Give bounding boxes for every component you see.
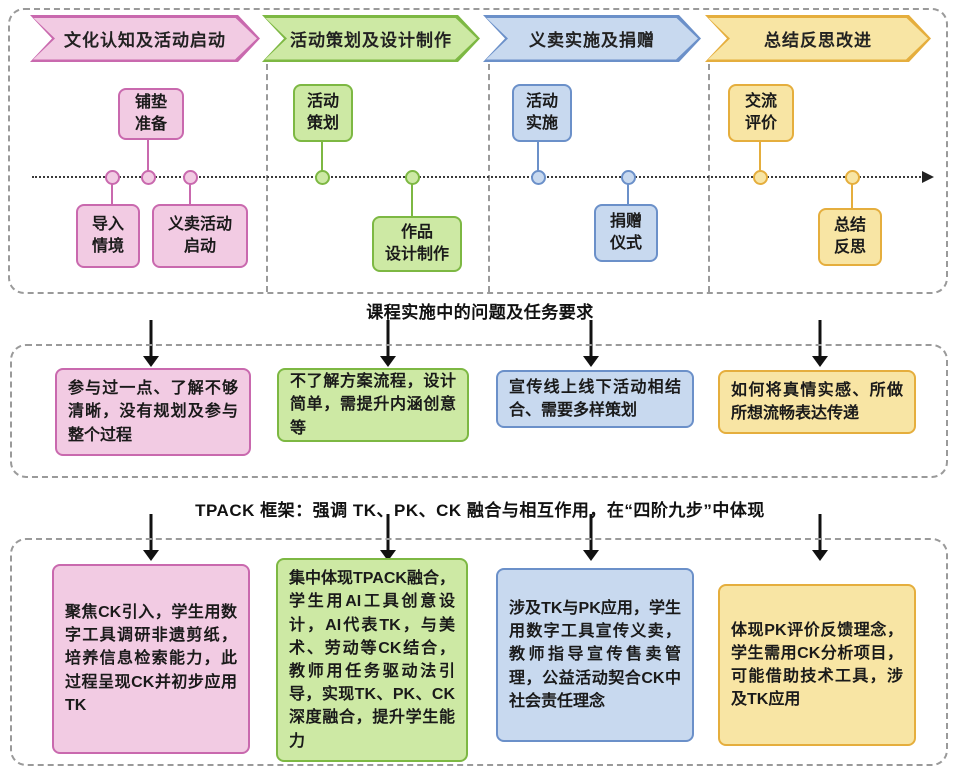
milestone-dot — [845, 170, 860, 185]
tpack-panel-3: 涉及TK与PK应用，学生用数字工具宣传义卖，教师指导宣传售卖管理，公益活动契合C… — [496, 568, 694, 742]
timeline-section-frame — [8, 8, 948, 294]
tpack-panel-1: 聚焦CK引入，学生用数字工具调研非遗剪纸，培养信息检索能力，此过程呈现CK并初步… — [52, 564, 250, 754]
step-label: 总结 反思 — [833, 217, 866, 256]
milestone-dot — [105, 170, 120, 185]
step-label: 铺垫 准备 — [134, 94, 167, 133]
arrow-stem — [386, 514, 390, 551]
arrow-stem — [149, 514, 153, 551]
phase-divider-3 — [708, 64, 710, 292]
milestone-dot — [621, 170, 636, 185]
step-label: 捐赠 仪式 — [609, 213, 642, 252]
step-box-donation-ceremony: 捐赠 仪式 — [594, 204, 658, 262]
problem-text: 不了解方案流程，设计简单，需提升内涵创意等 — [290, 373, 456, 437]
phase-banner-4-shape-fill — [708, 18, 928, 60]
arrow-head — [380, 550, 396, 561]
milestone-dot — [315, 170, 330, 185]
phase-banner-3: 义卖实施及捐赠 — [483, 15, 701, 62]
tpack-text: 体现PK评价反馈理念，学生需用CK分析项目，可能借助技术工具，涉及TK应用 — [731, 621, 903, 709]
tpack-heading: TPACK 框架：强调 TK、PK、CK 融合与相互作用，在“四阶九步”中体现 — [195, 501, 765, 520]
phase-banner-2-label: 活动策划及设计制作 — [290, 31, 452, 50]
problem-panel-1: 参与过一点、了解不够清晰，没有规划及参与整个过程 — [55, 368, 251, 456]
down-arrow-icon — [583, 514, 599, 561]
arrow-stem — [589, 320, 593, 357]
arrow-head — [583, 550, 599, 561]
step-label: 作品 设计制作 — [384, 224, 449, 263]
step-box-preparation: 铺垫 准备 — [118, 88, 184, 140]
tpack-text: 聚焦CK引入，学生用数字工具调研非遗剪纸，培养信息检索能力，此过程呈现CK并初步… — [65, 604, 237, 714]
problem-text: 参与过一点、了解不够清晰，没有规划及参与整个过程 — [68, 380, 238, 444]
phase-banner-3-shape-fill — [486, 18, 698, 60]
phase-banner-4-label: 总结反思改进 — [764, 31, 872, 50]
down-arrow-icon — [812, 514, 828, 561]
phase-banner-1: 文化认知及活动启动 — [30, 15, 260, 62]
phase-divider-2 — [488, 64, 490, 292]
down-arrow-icon — [143, 514, 159, 561]
step-box-activity-planning: 活动 策划 — [293, 84, 353, 142]
connector — [759, 141, 761, 171]
connector — [321, 141, 323, 171]
timeline-arrowhead-icon — [922, 171, 934, 183]
arrow-stem — [589, 514, 593, 551]
step-box-exchange-evaluation: 交流 评价 — [728, 84, 794, 142]
phase-divider-1 — [266, 64, 268, 292]
connector — [147, 139, 149, 171]
phase-banner-2-shape-fill — [265, 18, 477, 60]
step-box-summary-reflection: 总结 反思 — [818, 208, 882, 266]
connector — [111, 184, 113, 205]
problem-panel-4: 如何将真情实感、所做所想流畅表达传递 — [718, 370, 916, 434]
arrow-head — [812, 356, 828, 367]
phase-banner-4: 总结反思改进 — [705, 15, 931, 62]
down-arrow-icon — [380, 320, 396, 367]
connector — [851, 184, 853, 209]
phase-banner-1-shape-fill — [33, 18, 257, 60]
problem-panel-3: 宣传线上线下活动相结合、需要多样策划 — [496, 370, 694, 428]
tpack-text: 集中体现TPACK融合，学生用AI工具创意设计，AI代表TK，与美术、劳动等CK… — [289, 570, 455, 750]
problem-panel-2: 不了解方案流程，设计简单，需提升内涵创意等 — [277, 368, 469, 442]
phase-banner-2: 活动策划及设计制作 — [262, 15, 480, 62]
arrow-head — [583, 356, 599, 367]
step-box-intro-context: 导入 情境 — [76, 204, 140, 268]
arrow-head — [143, 356, 159, 367]
step-label: 导入 情境 — [91, 216, 124, 255]
down-arrow-icon — [812, 320, 828, 367]
step-label: 义卖活动 启动 — [167, 216, 232, 255]
step-label: 活动 策划 — [306, 93, 339, 132]
problem-text: 宣传线上线下活动相结合、需要多样策划 — [509, 378, 681, 419]
connector — [189, 184, 191, 205]
connector — [411, 184, 413, 217]
down-arrow-icon — [583, 320, 599, 367]
phase-banner-3-label: 义卖实施及捐赠 — [529, 31, 655, 50]
arrow-head — [812, 550, 828, 561]
down-arrow-icon — [380, 514, 396, 561]
timeline — [32, 176, 924, 178]
tpack-text: 涉及TK与PK应用，学生用数字工具宣传义卖，教师指导宣传售卖管理，公益活动契合C… — [509, 600, 681, 710]
step-box-charity-sale-launch: 义卖活动 启动 — [152, 204, 248, 268]
step-label: 活动 实施 — [525, 93, 558, 132]
arrow-stem — [149, 320, 153, 357]
milestone-dot — [183, 170, 198, 185]
tpack-section-frame — [10, 538, 948, 766]
step-box-activity-implementation: 活动 实施 — [512, 84, 572, 142]
arrow-stem — [818, 514, 822, 551]
problem-text: 如何将真情实感、所做所想流畅表达传递 — [731, 381, 903, 422]
step-label: 交流 评价 — [744, 93, 777, 132]
milestone-dot — [405, 170, 420, 185]
tpack-panel-2: 集中体现TPACK融合，学生用AI工具创意设计，AI代表TK，与美术、劳动等CK… — [276, 558, 468, 762]
tpack-panel-4: 体现PK评价反馈理念，学生需用CK分析项目，可能借助技术工具，涉及TK应用 — [718, 584, 916, 746]
connector — [537, 141, 539, 171]
milestone-dot — [753, 170, 768, 185]
problems-heading: 课程实施中的问题及任务要求 — [366, 303, 594, 322]
down-arrow-icon — [143, 320, 159, 367]
milestone-dot — [141, 170, 156, 185]
problems-section-frame — [10, 344, 948, 478]
connector — [627, 184, 629, 205]
arrow-stem — [818, 320, 822, 357]
phase-banner-1-label: 文化认知及活动启动 — [64, 31, 226, 50]
arrow-head — [380, 356, 396, 367]
arrow-stem — [386, 320, 390, 357]
milestone-dot — [531, 170, 546, 185]
arrow-head — [143, 550, 159, 561]
step-box-work-design: 作品 设计制作 — [372, 216, 462, 272]
